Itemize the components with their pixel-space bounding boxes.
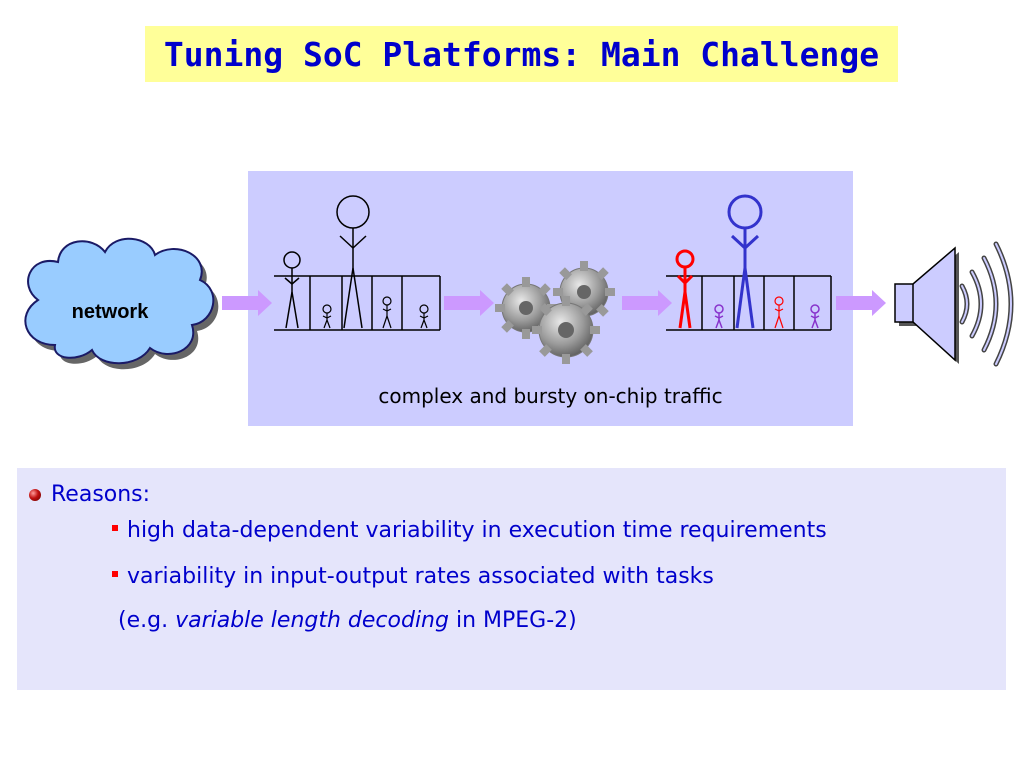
reason-item: high data-dependent variability in execu…	[112, 518, 827, 543]
reason-example: (e.g. variable length decoding in MPEG-2…	[118, 608, 577, 633]
reason-text: high data-dependent variability in execu…	[127, 518, 827, 543]
stick-figure-icon	[336, 195, 370, 329]
stick-figure-icon	[675, 249, 695, 329]
reasons-heading: Reasons:	[51, 482, 151, 507]
reason-item: variability in input-output rates associ…	[112, 564, 714, 589]
example-rest: in MPEG-2)	[448, 608, 577, 633]
stick-figure-icon	[727, 194, 763, 329]
cloud-icon	[24, 237, 219, 370]
stick-figure-icon	[714, 304, 724, 329]
example-emphasis: variable length decoding	[175, 608, 449, 633]
arrow-icon	[222, 290, 272, 316]
input-queue	[274, 275, 441, 331]
reasons-box: Reasons: high data-dependent variability…	[17, 468, 1006, 690]
stick-figure-icon	[774, 296, 784, 329]
arrow-icon	[444, 290, 494, 316]
arrow-icon	[836, 290, 886, 316]
stick-figure-icon	[283, 251, 301, 329]
speaker-icon	[894, 241, 1014, 367]
page-title: Tuning SoC Platforms: Main Challenge	[163, 34, 880, 74]
traffic-diagram: network	[24, 194, 1014, 370]
gears-icon	[495, 261, 615, 364]
reason-text: variability in input-output rates associ…	[127, 564, 714, 589]
square-bullet-icon	[112, 525, 118, 531]
diagram-caption: complex and bursty on-chip traffic	[378, 384, 723, 408]
arrow-icon	[622, 290, 672, 316]
stick-figure-icon	[322, 304, 332, 329]
bullet-ball-icon	[29, 489, 41, 501]
stick-figure-icon	[382, 296, 392, 329]
example-open: (e.g.	[118, 608, 176, 633]
stick-figure-icon	[810, 304, 820, 329]
output-queue	[666, 275, 832, 331]
network-label: network	[72, 301, 150, 323]
square-bullet-icon	[112, 571, 118, 577]
title-box: Tuning SoC Platforms: Main Challenge	[145, 26, 898, 82]
stick-figure-icon	[419, 304, 429, 329]
